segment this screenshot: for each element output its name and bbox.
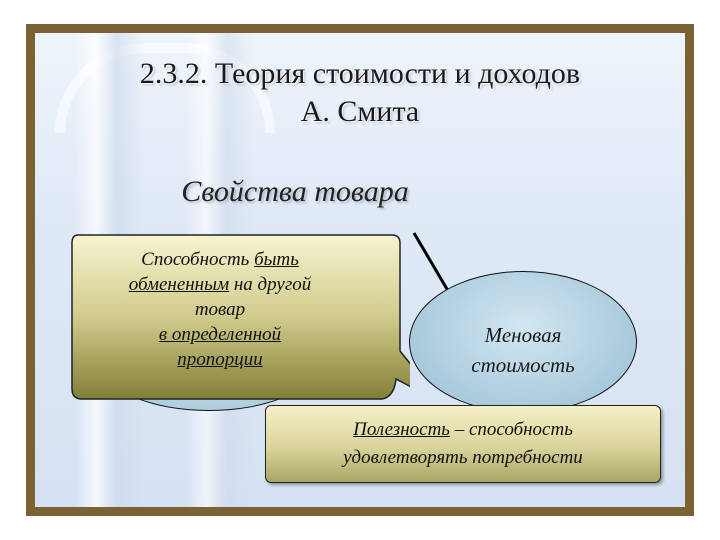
- callout-line-2b: на другой: [229, 274, 312, 295]
- exchange-value-line-2: стоимость: [471, 353, 575, 377]
- title-line-1: 2.3.2. Теория стоимости и доходов: [139, 57, 581, 90]
- utility-line-1-rest: – способность: [449, 419, 573, 440]
- title-line-2: А. Смита: [300, 95, 420, 128]
- subtitle: Свойства товара: [181, 175, 409, 208]
- exchange-value-ellipse: Меновая стоимость: [409, 271, 637, 413]
- callout-line-1a: Способность: [141, 249, 255, 270]
- exchange-value-line-1: Меновая: [484, 323, 562, 347]
- slide-title: 2.3.2. Теория стоимости и доходов А. Сми…: [35, 55, 685, 131]
- utility-box: Полезность – способность удовлетворять п…: [265, 405, 661, 483]
- utility-line-2: удовлетворять потребности: [343, 447, 583, 468]
- callout-shape: [71, 234, 410, 400]
- callout-line-1b: быть: [254, 249, 299, 270]
- callout-line-5: пропорции: [177, 349, 263, 370]
- callout-text: Способность быть обмененным на другой то…: [75, 247, 365, 372]
- slide: 2.3.2. Теория стоимости и доходов А. Сми…: [35, 33, 685, 507]
- utility-term: Полезность: [353, 419, 450, 440]
- callout-line-4: в определенной: [158, 324, 282, 345]
- callout-line-2a: обмененным: [128, 274, 230, 295]
- callout-line-3: товар: [194, 299, 246, 320]
